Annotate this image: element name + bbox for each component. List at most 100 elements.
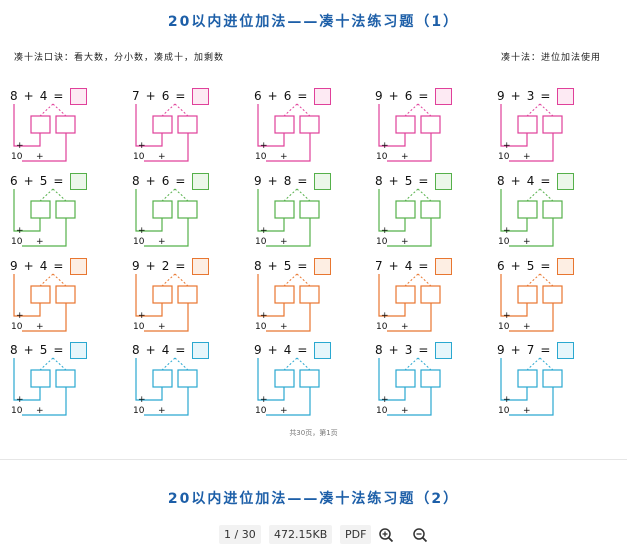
answer-box[interactable]	[70, 258, 87, 275]
answer-box[interactable]	[70, 173, 87, 190]
problem-equation: 9+7=	[497, 343, 552, 357]
split-box-left[interactable]	[274, 285, 295, 304]
split-box-left[interactable]	[152, 285, 173, 304]
plus-sign: +	[510, 343, 523, 357]
file-format-badge: PDF	[340, 525, 372, 544]
split-box-left[interactable]	[30, 285, 51, 304]
split-box-right[interactable]	[55, 200, 76, 219]
addition-problem: 9+3=+10+	[497, 88, 607, 169]
split-box-left[interactable]	[395, 115, 416, 134]
addend-a: 9	[497, 89, 507, 103]
split-box-right[interactable]	[420, 115, 441, 134]
plus-sign: +	[510, 174, 523, 188]
ten-label: 10	[376, 406, 388, 416]
zoom-in-icon[interactable]	[378, 527, 394, 543]
plus-sign: +	[267, 259, 280, 273]
answer-box[interactable]	[314, 342, 331, 359]
split-box-left[interactable]	[517, 369, 538, 388]
plus-mark: +	[523, 237, 531, 247]
problem-equation: 8+6=	[132, 174, 187, 188]
addition-problem: 6+6=+10+	[254, 88, 364, 169]
split-box-left[interactable]	[30, 115, 51, 134]
answer-box[interactable]	[435, 258, 452, 275]
addition-problem: 9+4=+10+	[10, 258, 120, 339]
plus-mark: +	[138, 141, 146, 151]
split-box-right[interactable]	[177, 115, 198, 134]
answer-box[interactable]	[192, 342, 209, 359]
answer-box[interactable]	[435, 342, 452, 359]
answer-box[interactable]	[192, 258, 209, 275]
split-box-left[interactable]	[517, 285, 538, 304]
split-box-left[interactable]	[517, 200, 538, 219]
ten-label: 10	[255, 152, 267, 162]
split-box-right[interactable]	[542, 200, 563, 219]
split-box-left[interactable]	[395, 369, 416, 388]
plus-sign: +	[23, 343, 36, 357]
plus-mark: +	[280, 406, 288, 416]
answer-box[interactable]	[435, 173, 452, 190]
page-indicator: 1 / 30	[219, 525, 261, 544]
split-box-left[interactable]	[152, 369, 173, 388]
split-box-right[interactable]	[542, 115, 563, 134]
answer-box[interactable]	[557, 88, 574, 105]
answer-box[interactable]	[70, 88, 87, 105]
plus-sign: +	[23, 259, 36, 273]
addend-b: 4	[39, 89, 50, 103]
answer-box[interactable]	[192, 88, 209, 105]
addition-problem: 9+7=+10+	[497, 342, 607, 423]
split-box-right[interactable]	[420, 369, 441, 388]
split-box-left[interactable]	[274, 115, 295, 134]
plus-mark: +	[523, 322, 531, 332]
equals-sign: =	[53, 343, 66, 357]
split-box-right[interactable]	[420, 200, 441, 219]
plus-sign: +	[23, 89, 36, 103]
split-box-right[interactable]	[55, 285, 76, 304]
split-box-left[interactable]	[517, 115, 538, 134]
answer-box[interactable]	[314, 88, 331, 105]
split-box-right[interactable]	[299, 115, 320, 134]
plus-sign: +	[510, 259, 523, 273]
split-box-right[interactable]	[177, 200, 198, 219]
ten-label: 10	[133, 406, 145, 416]
answer-box[interactable]	[192, 173, 209, 190]
split-box-right[interactable]	[542, 369, 563, 388]
addend-a: 9	[254, 343, 264, 357]
addend-b: 4	[404, 259, 415, 273]
decomposition-tree	[135, 273, 198, 332]
split-box-right[interactable]	[177, 285, 198, 304]
split-box-left[interactable]	[30, 200, 51, 219]
split-box-left[interactable]	[395, 285, 416, 304]
answer-box[interactable]	[70, 342, 87, 359]
split-box-right[interactable]	[420, 285, 441, 304]
plus-sign: +	[388, 174, 401, 188]
split-box-right[interactable]	[542, 285, 563, 304]
answer-box[interactable]	[314, 173, 331, 190]
plus-mark: +	[16, 226, 24, 236]
plus-sign: +	[388, 89, 401, 103]
split-box-left[interactable]	[274, 200, 295, 219]
split-box-right[interactable]	[299, 285, 320, 304]
split-box-right[interactable]	[299, 200, 320, 219]
split-box-right[interactable]	[55, 115, 76, 134]
ten-label: 10	[255, 322, 267, 332]
zoom-out-icon[interactable]	[412, 527, 428, 543]
answer-box[interactable]	[557, 342, 574, 359]
plus-mark: +	[523, 406, 531, 416]
answer-box[interactable]	[435, 88, 452, 105]
split-box-right[interactable]	[177, 369, 198, 388]
problem-equation: 8+4=	[132, 343, 187, 357]
decomposition-tree	[135, 103, 198, 162]
split-box-left[interactable]	[152, 200, 173, 219]
split-box-right[interactable]	[299, 369, 320, 388]
split-box-left[interactable]	[395, 200, 416, 219]
equals-sign: =	[418, 259, 431, 273]
split-box-right[interactable]	[55, 369, 76, 388]
split-box-left[interactable]	[274, 369, 295, 388]
answer-box[interactable]	[314, 258, 331, 275]
split-box-left[interactable]	[30, 369, 51, 388]
answer-box[interactable]	[557, 173, 574, 190]
answer-box[interactable]	[557, 258, 574, 275]
decomposition-tree	[378, 273, 441, 332]
problem-equation: 9+8=	[254, 174, 309, 188]
split-box-left[interactable]	[152, 115, 173, 134]
